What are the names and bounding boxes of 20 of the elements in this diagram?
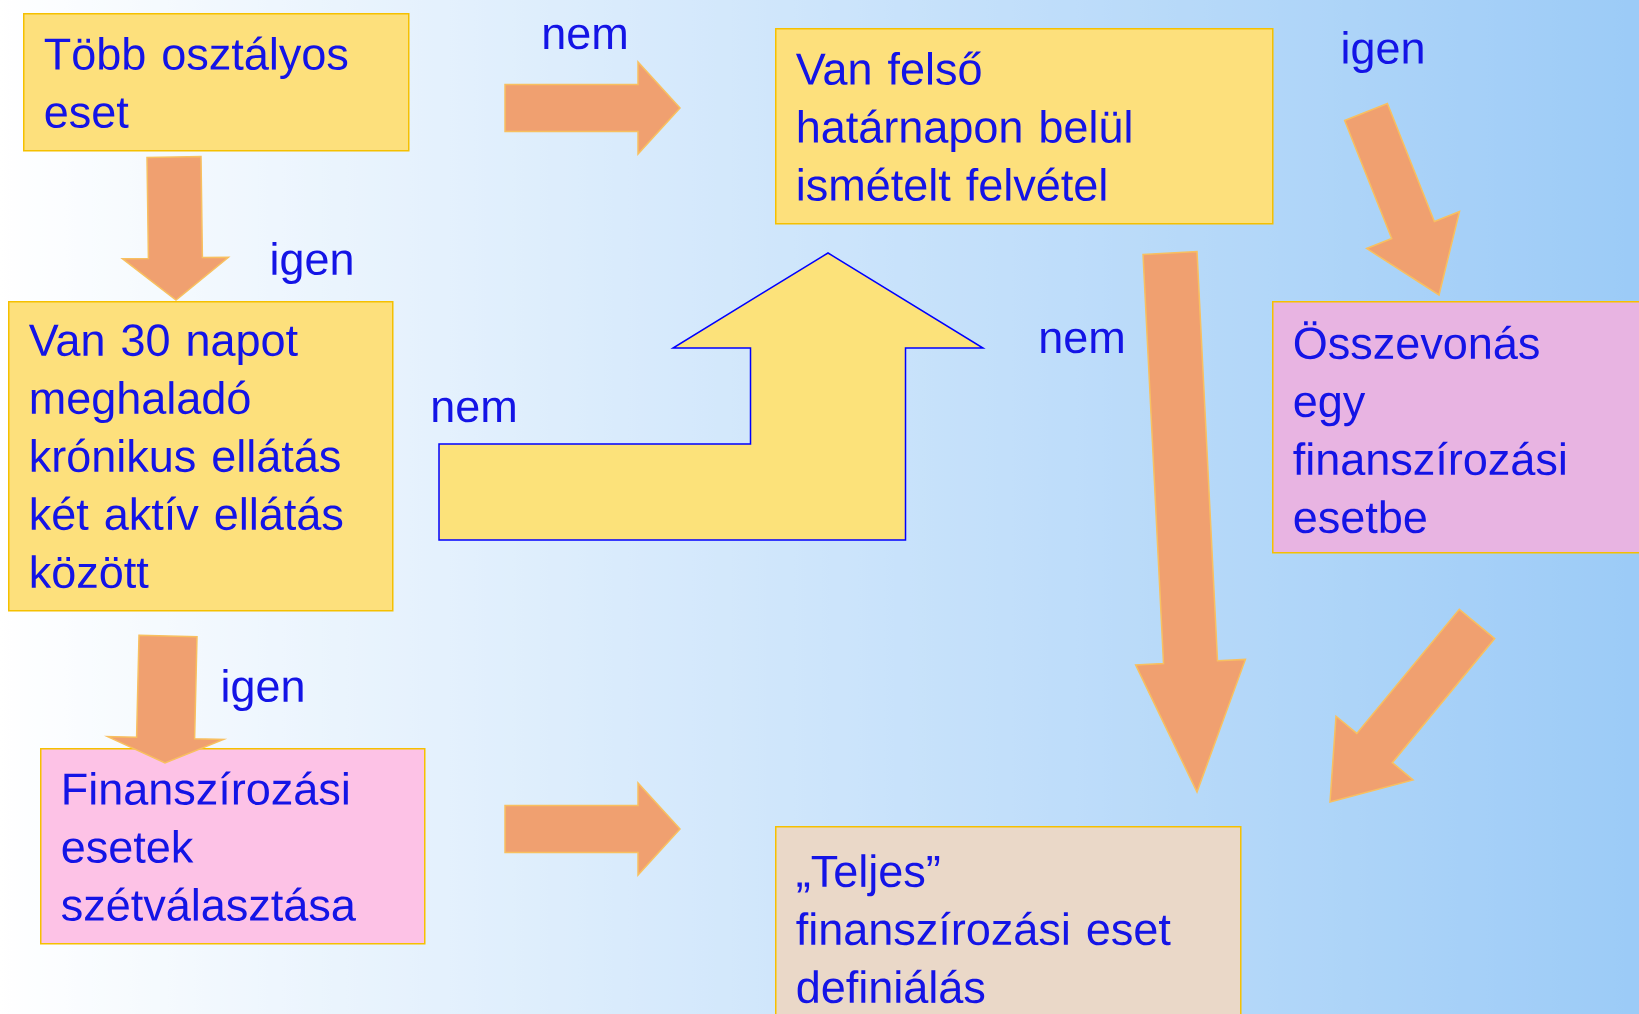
block-arrow xyxy=(104,634,228,764)
block-arrow xyxy=(1329,608,1496,803)
result-box: Finanszírozási esetek szétválasztása xyxy=(40,748,426,945)
edge-label: igen xyxy=(272,242,352,284)
edge-label: igen xyxy=(223,669,303,711)
edge-label: nem xyxy=(1041,328,1123,354)
block-arrow xyxy=(1343,102,1461,297)
decision-box: Több osztályos eset xyxy=(23,13,410,152)
edge-label: nem xyxy=(544,24,626,50)
edge-label: igen xyxy=(1343,31,1423,73)
edge-label: nem xyxy=(433,397,515,423)
block-arrow xyxy=(1134,250,1247,794)
block-arrow xyxy=(504,781,682,877)
result-box: Összevonás egy finanszírozási esetbe xyxy=(1272,301,1639,554)
decision-box: Van 30 napot meghaladó krónikus ellátás két aktív ellátás között xyxy=(8,301,394,612)
block-arrow xyxy=(438,252,986,541)
result-box: „Teljes” finanszírozási eset definiálás xyxy=(775,826,1242,1014)
block-arrow xyxy=(504,60,682,156)
decision-box: Van felső határnapon belül ismételt felvétel xyxy=(775,28,1274,225)
block-arrow xyxy=(120,155,231,301)
